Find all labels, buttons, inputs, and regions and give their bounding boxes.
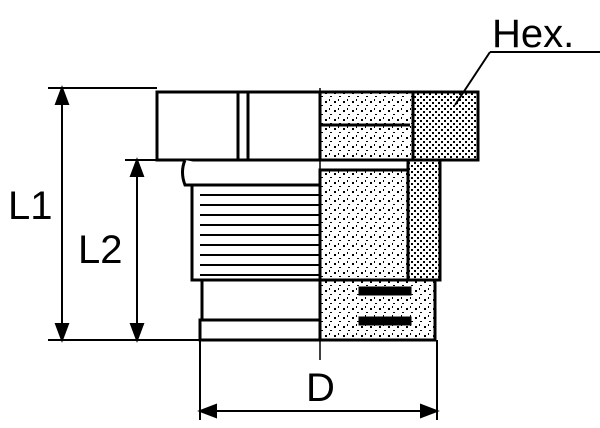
fitting-body: [155, 90, 480, 342]
dimension-l2: [129, 157, 145, 343]
extension-lines: [48, 87, 438, 420]
hex-label: Hex.: [492, 12, 575, 56]
dimension-d: [197, 403, 440, 419]
l2-label: L2: [78, 228, 123, 272]
l1-label: L1: [8, 184, 53, 228]
dimension-l1: [54, 85, 70, 343]
d-label: D: [306, 366, 335, 410]
hex-leader: [454, 51, 600, 106]
